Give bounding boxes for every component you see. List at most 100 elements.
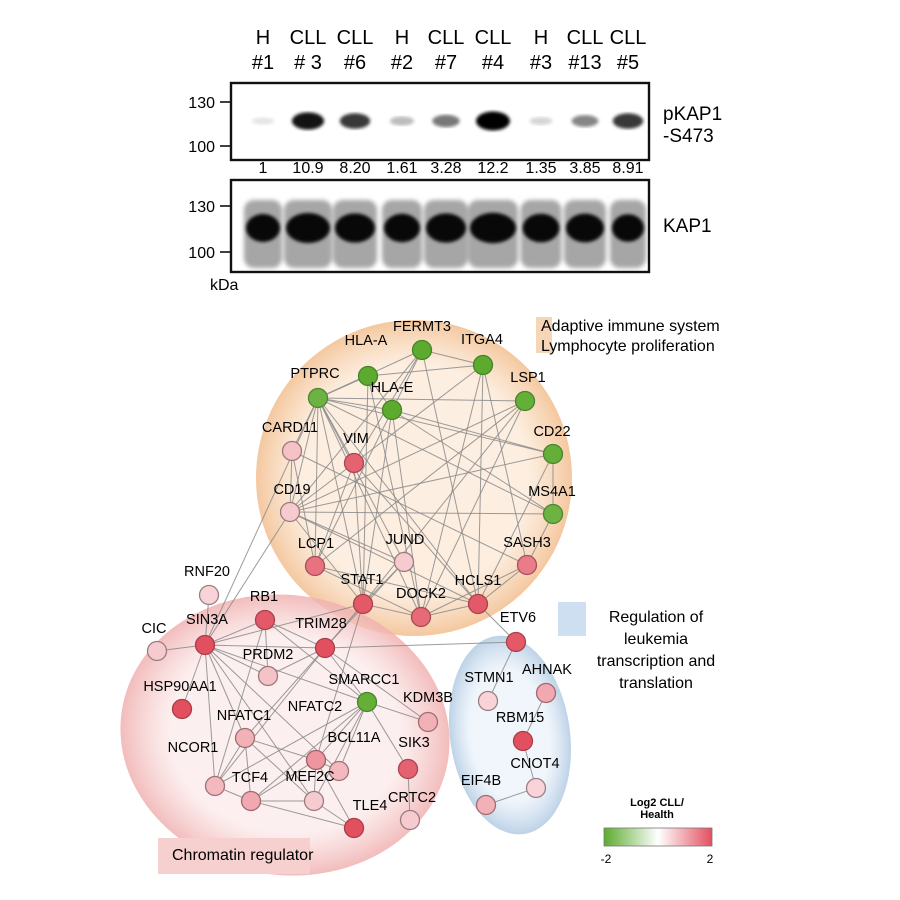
node-nfatc2[interactable] [305,749,327,771]
quantification-value: 3.28 [430,160,461,177]
node-label-rb1: RB1 [250,589,278,605]
node-rbm15[interactable] [512,730,534,752]
node-cd19[interactable] [279,501,301,523]
node-jund[interactable] [393,551,415,573]
network-edge [289,511,405,563]
node-ncor1[interactable] [204,775,226,797]
node-ms4a1[interactable] [542,503,564,525]
network-edge [204,644,246,739]
node-rnf20[interactable] [198,584,220,606]
leukemia-cluster-area [448,635,572,835]
node-card11[interactable] [281,440,303,462]
node-stmn1[interactable] [477,690,499,712]
node-lsp1[interactable] [514,390,536,412]
leukemia-label-swatch [558,602,586,636]
legend-min-label: -2 [601,852,612,866]
legend-title-line2: Health [640,809,674,821]
node-ahnak[interactable] [535,682,557,704]
lane-group-label: CLL [610,27,647,49]
node-vim[interactable] [343,452,365,474]
node-cd22[interactable] [542,443,564,465]
node-bcl11a[interactable] [328,760,350,782]
network-edge [204,644,315,802]
network-edge [353,462,479,605]
network-edge [289,397,319,513]
color-legend: Log2 CLL/ Health -2 2 [601,797,714,866]
lane-id-label: # 3 [294,52,322,74]
node-label-jund: JUND [386,532,425,548]
network-edge [362,375,369,605]
kap1-tick-130-label: 130 [188,199,215,216]
network-edge [391,409,554,455]
node-kdm3b[interactable] [417,711,439,733]
adaptive-immune-cluster-area [256,320,572,636]
node-lcp1[interactable] [304,555,326,577]
network-edge [315,759,355,829]
network-edge [291,450,528,566]
node-trim28[interactable] [314,637,336,659]
node-tle4[interactable] [343,817,365,839]
network-edge [250,800,355,829]
network-edge [324,647,368,703]
network-edge [362,400,526,605]
pkap1-band [612,113,644,129]
node-hsp90aa1[interactable] [171,698,193,720]
node-label-smarcc1: SMARCC1 [329,672,400,688]
node-rb1[interactable] [254,609,276,631]
network-edge [289,511,479,605]
node-ptprc[interactable] [307,387,329,409]
network-edge [367,364,484,377]
pkap1-band [432,114,460,128]
kap1-band [470,212,516,244]
leukemia-cluster-label-line3: transcription and [597,653,715,670]
node-hcls1[interactable] [467,593,489,615]
quantification-value: 1.61 [386,160,417,177]
node-cic[interactable] [146,640,168,662]
lane-id-label: #13 [568,52,601,74]
node-hla-e[interactable] [381,399,403,421]
node-fermt3[interactable] [411,339,433,361]
node-itga4[interactable] [472,354,494,376]
quantification-value: 1 [259,160,268,177]
node-nfatc1[interactable] [234,727,256,749]
quantification-value: 8.91 [612,160,643,177]
quantification-value: 10.9 [292,160,323,177]
quantification-value: 12.2 [477,160,508,177]
network-edge [477,453,554,605]
node-hla-a[interactable] [357,365,379,387]
node-tcf4[interactable] [240,790,262,812]
node-sash3[interactable] [516,554,538,576]
network-edge [244,737,315,802]
node-mef2c[interactable] [303,790,325,812]
legend-title-line1: Log2 CLL/ [630,797,684,809]
network-edge [391,409,554,515]
node-label-ms4a1: MS4A1 [528,484,576,500]
network-edge [314,565,479,605]
node-etv6[interactable] [505,631,527,653]
node-dock2[interactable] [410,606,432,628]
network-edge [264,619,326,649]
node-cnot4[interactable] [525,777,547,799]
quantification-value: 3.85 [569,160,600,177]
node-label-stmn1: STMN1 [464,670,513,686]
node-crtc2[interactable] [399,809,421,831]
node-sin3a[interactable] [194,634,216,656]
node-label-sin3a: SIN3A [186,612,228,628]
node-prdm2[interactable] [257,665,279,687]
network-edge [214,701,368,787]
network-edge [421,349,484,366]
node-sik3[interactable] [397,758,419,780]
network-edge [353,462,364,605]
lane-id-label: #3 [530,52,552,74]
node-label-rbm15: RBM15 [496,710,544,726]
leukemia-cluster-label-line4: translation [619,675,693,692]
network-edge [289,349,423,513]
lane-id-label: #5 [617,52,639,74]
node-stat1[interactable] [352,593,374,615]
node-label-ahnak: AHNAK [522,662,572,678]
node-smarcc1[interactable] [356,691,378,713]
node-eif4b[interactable] [475,794,497,816]
legend-gradient-bar [603,827,713,847]
